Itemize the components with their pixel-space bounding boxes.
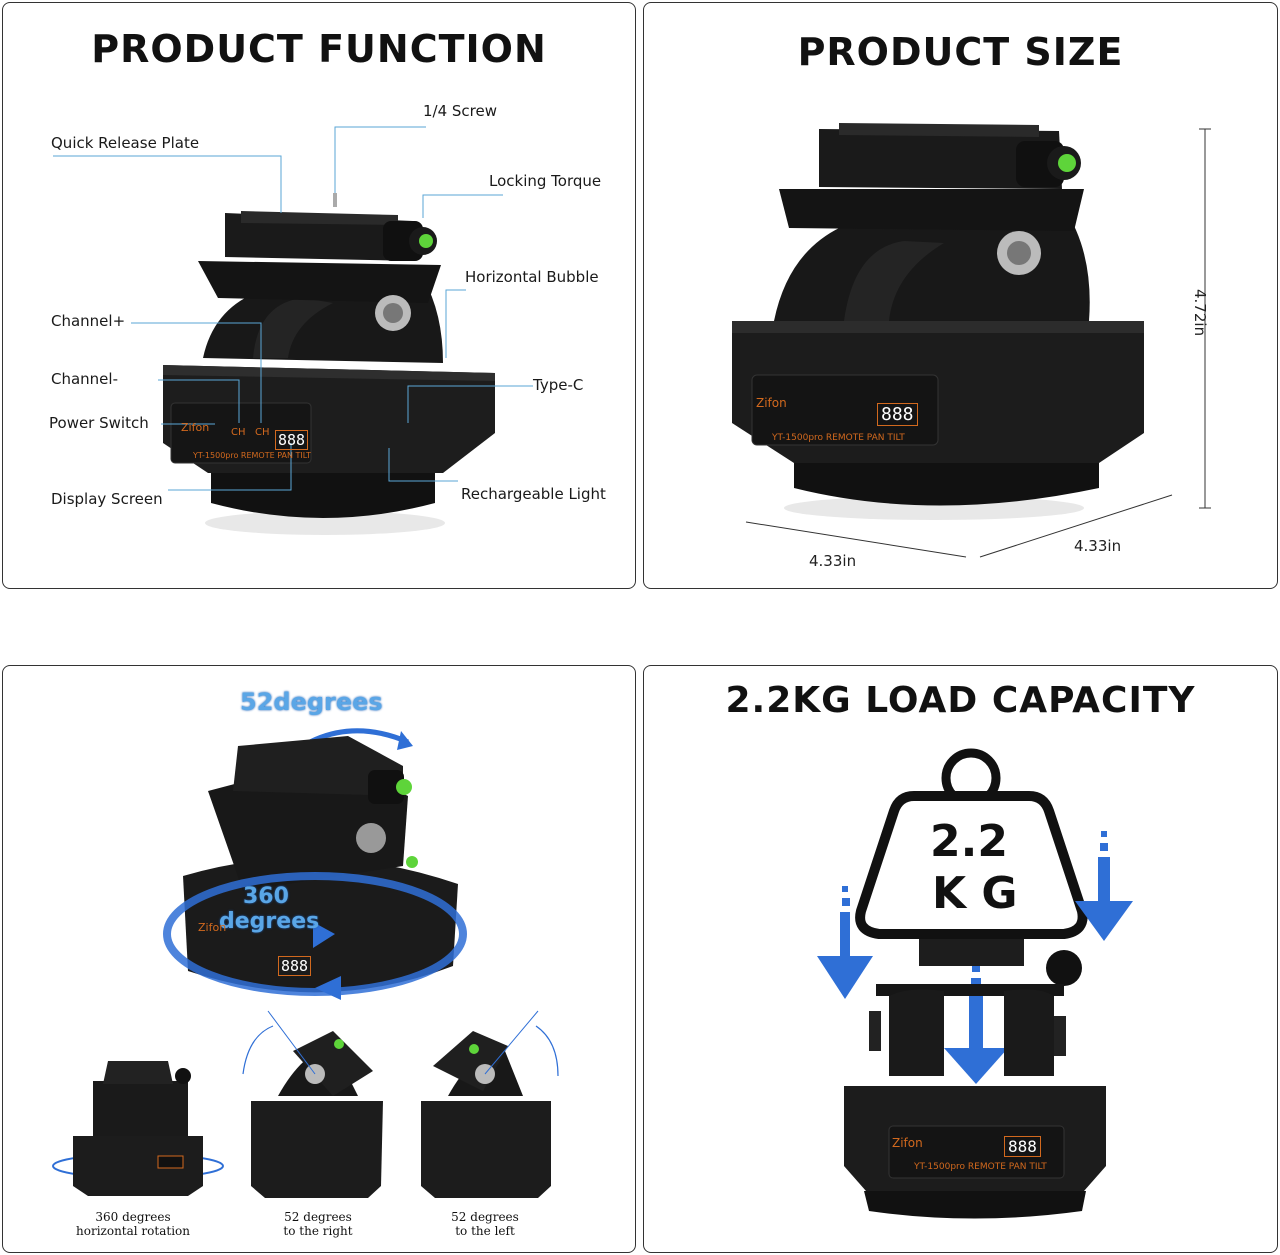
label-screw: 1/4 Screw (423, 102, 498, 120)
device-model-text: YT-1500pro REMOTE PAN TILT (772, 433, 905, 443)
caption-left-line2: to the left (455, 1224, 515, 1238)
load-capacity-panel: 2.2KG LOAD CAPACITY 2 (643, 665, 1278, 1253)
size-illustration (732, 123, 1211, 558)
device-brand-text: Zifon (181, 421, 210, 434)
product-size-panel: PRODUCT SIZE Zifon 888 YT-1500pro REMOTE… (643, 2, 1278, 589)
device-brand-text: Zifon (892, 1136, 923, 1150)
caption-right-line1: 52 degrees (284, 1210, 352, 1224)
size-title: PRODUCT SIZE (797, 30, 1124, 74)
weight-unit: K G (932, 868, 1018, 919)
device-brand-text: Zifon (756, 396, 787, 410)
label-ch-plus: Channel+ (51, 312, 126, 330)
display-digits: 888 (877, 403, 918, 426)
caption-horizontal-line2: horizontal rotation (76, 1224, 190, 1238)
caption-horizontal-line1: 360 degrees (95, 1210, 171, 1224)
function-title: PRODUCT FUNCTION (91, 27, 547, 71)
label-light: Rechargeable Light (461, 485, 606, 503)
label-type-c: Type-C (533, 376, 584, 394)
label-ch-minus: Channel- (51, 370, 118, 388)
depth-dimension: 4.33in (1074, 537, 1122, 555)
pan-badge-number: 360 (243, 884, 289, 909)
label-quick-release: Quick Release Plate (51, 134, 200, 152)
display-digits: 888 (278, 956, 312, 976)
caption-horizontal: 360 degrees horizontal rotation (63, 1210, 203, 1238)
caption-right-line2: to the right (283, 1224, 353, 1238)
function-illustration (53, 126, 533, 535)
label-power: Power Switch (49, 414, 149, 432)
display-digits: 888 (275, 430, 309, 450)
ch-minus-icon: CH (231, 427, 246, 438)
caption-left-line1: 52 degrees (451, 1210, 519, 1224)
label-locking: Locking Torque (489, 172, 602, 190)
width-dimension: 4.33in (809, 552, 857, 570)
rotation-illustration (52, 728, 559, 1198)
caption-left: 52 degrees to the left (425, 1210, 545, 1238)
caption-right: 52 degrees to the right (258, 1210, 378, 1238)
display-digits: 888 (1004, 1136, 1041, 1157)
rotation-panel: 52degrees 360 degrees Zifon 888 360 degr… (2, 665, 636, 1253)
ch-plus-icon: CH (255, 427, 270, 438)
height-dimension: 4.72in (1191, 289, 1209, 337)
pan-badge-unit: degrees (219, 909, 320, 934)
label-bubble: Horizontal Bubble (465, 268, 599, 286)
device-brand-text: Zifon (198, 921, 227, 934)
product-function-panel: PRODUCT FUNCTION (2, 2, 636, 589)
tilt-badge: 52degrees (240, 688, 383, 716)
load-title: 2.2KG LOAD CAPACITY (725, 680, 1196, 721)
device-model-text: YT-1500pro REMOTE PAN TILT (193, 451, 312, 460)
weight-number: 2.2 (930, 816, 1008, 867)
device-model-text: YT-1500pro REMOTE PAN TILT (914, 1162, 1047, 1172)
label-display: Display Screen (51, 490, 163, 508)
load-illustration (817, 748, 1133, 1219)
